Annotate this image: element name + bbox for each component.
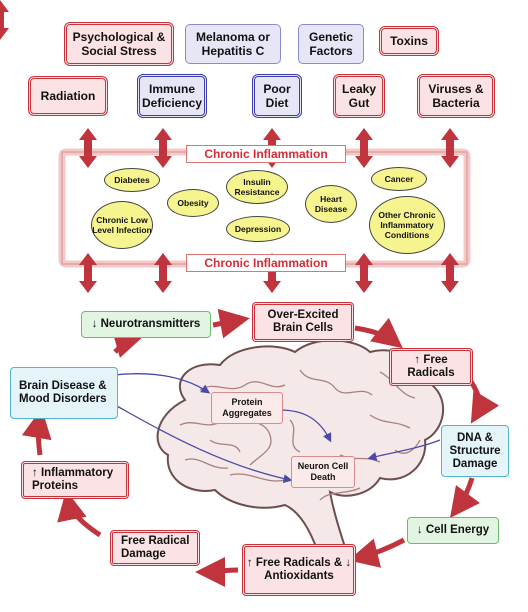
condition-cancer: Cancer	[371, 167, 427, 191]
bidirectional-arrows	[0, 0, 459, 293]
cause-poor-diet: Poor Diet	[252, 74, 302, 118]
condition-heart-disease: Heart Disease	[305, 185, 357, 223]
cause-leaky-gut: Leaky Gut	[333, 74, 385, 118]
stage-free-radicals-antioxidants: ↑ Free Radicals & ↓ Antioxidants	[242, 544, 356, 596]
stage-cell-energy: ↓ Cell Energy	[407, 517, 499, 544]
cause-toxins: Toxins	[379, 26, 439, 56]
cause-immune-deficiency: Immune Deficiency	[137, 74, 207, 118]
stage-over-excited-brain-cells: Over-Excited Brain Cells	[252, 302, 354, 342]
stage-neurotransmitters: ↓ Neurotransmitters	[81, 311, 211, 338]
cause-melanoma-hepatitis: Melanoma or Hepatitis C	[185, 24, 281, 64]
condition-other-inflammatory: Other Chronic Inflammatory Conditions	[369, 196, 445, 254]
label-neuron-cell-death: Neuron Cell Death	[291, 456, 355, 488]
stage-dna-damage: DNA & Structure Damage	[441, 425, 509, 477]
condition-obesity: Obesity	[167, 189, 219, 217]
cause-radiation: Radiation	[28, 76, 108, 116]
label-protein-aggregates: Protein Aggregates	[211, 392, 283, 424]
cause-genetic-factors: Genetic Factors	[298, 24, 364, 64]
stage-inflammatory-proteins: ↑ Inflammatory Proteins	[21, 461, 129, 499]
condition-diabetes: Diabetes	[104, 168, 160, 192]
stage-free-radical-damage: Free Radical Damage	[110, 530, 200, 566]
cause-viruses-bacteria: Viruses & Bacteria	[417, 74, 495, 118]
cause-psychological-stress: Psychological & Social Stress	[64, 22, 174, 66]
chronic-inflammation-bottom-label: Chronic Inflammation	[186, 254, 346, 272]
stage-brain-disease: Brain Disease & Mood Disorders	[10, 367, 118, 419]
brain-disease-arrows	[114, 373, 441, 484]
condition-insulin-resistance: Insulin Resistance	[226, 170, 288, 204]
stage-free-radicals: ↑ Free Radicals	[389, 348, 473, 386]
condition-depression: Depression	[226, 216, 290, 242]
condition-chronic-infection: Chronic Low Level Infection	[91, 201, 153, 249]
chronic-inflammation-top-label: Chronic Inflammation	[186, 145, 346, 163]
